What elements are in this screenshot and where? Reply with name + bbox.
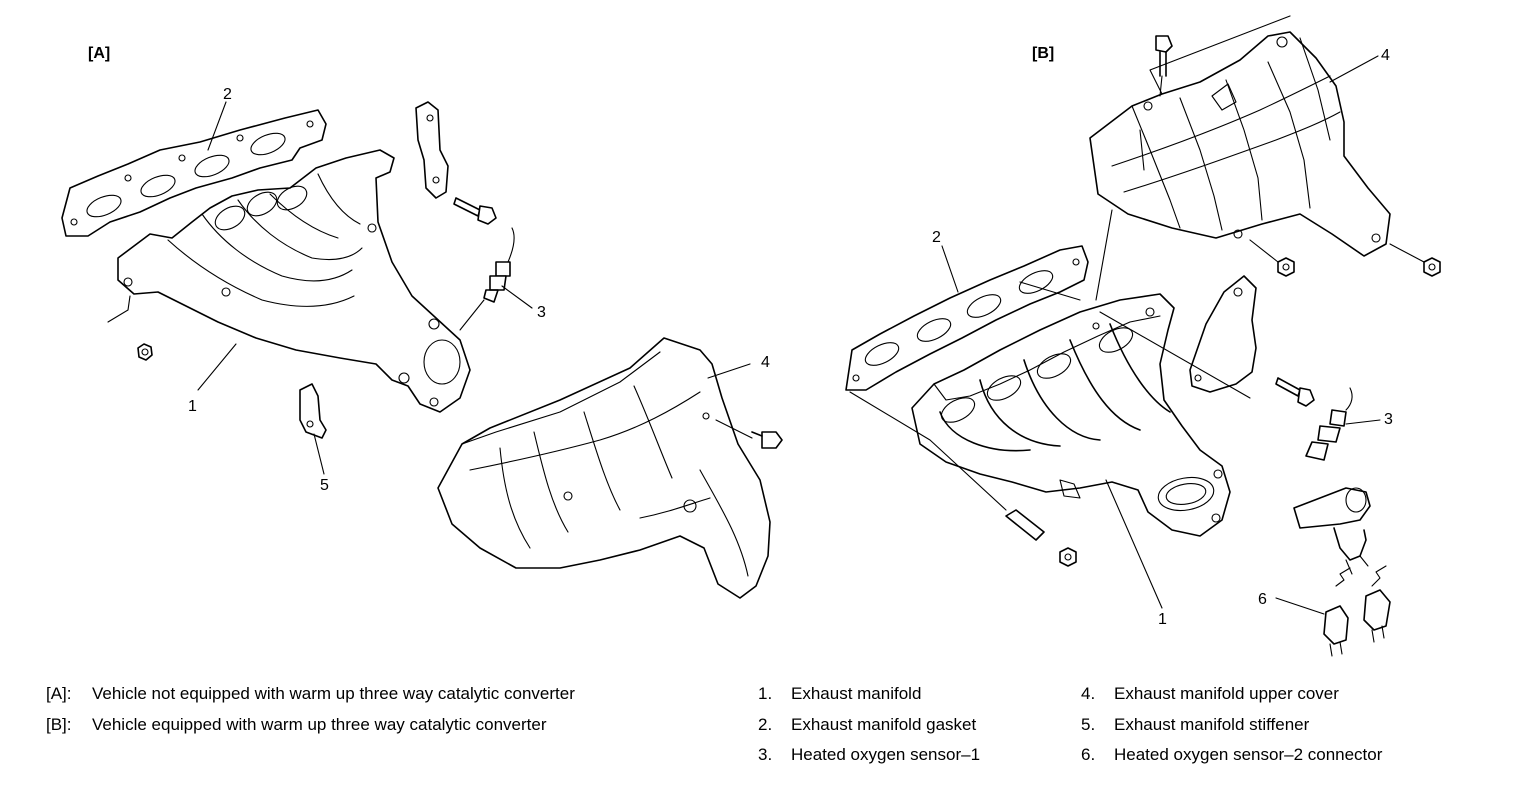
legend-variant-a-text: Vehicle not equipped with warm up three … (92, 684, 575, 703)
panel-b-connector-bracket (1293, 487, 1371, 575)
panel-b-stud-guide (849, 391, 1007, 511)
panel-b-heat-cover (1089, 15, 1391, 257)
panel-b-stiffener (1189, 275, 1257, 393)
panel-b-bolt-guide (1019, 281, 1251, 399)
panel-b-bolt (1275, 377, 1315, 407)
panel-a-bracket (415, 101, 449, 199)
panel-b-nut (1059, 547, 1077, 567)
panel-a-nut (137, 343, 153, 361)
callout-b-6: 6 (1258, 591, 1267, 608)
panel-a-gasket (61, 109, 327, 237)
panel-b-cover-nut-2 (1389, 243, 1441, 277)
legend-part-3-num: 3. (758, 745, 773, 764)
exploded-parts-diagram: [A] (61, 15, 1441, 657)
panel-b: [B] (845, 15, 1441, 657)
legend: [A]: Vehicle not equipped with warm up t… (0, 678, 1536, 788)
panel-b-exhaust-manifold (911, 293, 1231, 537)
leader-b-4 (1329, 55, 1379, 83)
legend-part-1-num: 1. (758, 684, 773, 703)
legend-part-2-text: Exhaust manifold gasket (791, 715, 977, 734)
callout-a-4: 4 (761, 354, 770, 371)
panel-a-oxygen-sensor (459, 227, 515, 331)
legend-part-5-num: 5. (1081, 715, 1096, 734)
panel-a: [A] (61, 45, 783, 599)
callout-b-2: 2 (932, 229, 941, 246)
callout-a-5: 5 (320, 477, 329, 494)
panel-b-stud (1005, 509, 1045, 541)
leader-a-4b (715, 419, 753, 439)
panel-a-stiffener (299, 383, 327, 439)
leader-a-1 (197, 343, 237, 391)
callout-a-1: 1 (188, 398, 197, 415)
panel-a-exhaust-manifold (107, 149, 471, 413)
leader-a-3 (501, 285, 533, 309)
legend-part-3-text: Heated oxygen sensor–1 (791, 745, 981, 764)
callout-b-3: 3 (1384, 411, 1393, 428)
legend-part-4-num: 4. (1081, 684, 1096, 703)
legend-part-5-text: Exhaust manifold stiffener (1114, 715, 1310, 734)
leader-a-5 (313, 433, 325, 475)
panel-b-cover-nut-1 (1249, 239, 1295, 277)
panel-b-oxygen-sensor (1305, 387, 1353, 461)
panel-a-cover-bolt (751, 431, 783, 449)
leader-b-2 (941, 245, 959, 293)
legend-part-4-text: Exhaust manifold upper cover (1114, 684, 1339, 703)
panel-a-label: [A] (88, 45, 110, 62)
panel-b-cover-guide (1095, 209, 1113, 301)
panel-b-gasket (845, 245, 1089, 391)
leader-b-1 (1105, 479, 1163, 609)
panel-a-bolt (453, 197, 497, 225)
panel-a-heat-cover (437, 337, 771, 599)
panel-b-cover-bolt (1155, 35, 1173, 97)
callout-b-4: 4 (1381, 47, 1390, 64)
legend-part-2-num: 2. (758, 715, 773, 734)
callout-b-1: 1 (1158, 611, 1167, 628)
legend-variant-b-key: [B]: (46, 715, 72, 734)
leader-b-6 (1275, 597, 1325, 615)
leader-a-4 (707, 363, 751, 379)
legend-part-1-text: Exhaust manifold (791, 684, 922, 703)
callout-a-3: 3 (537, 304, 546, 321)
legend-part-6-num: 6. (1081, 745, 1096, 764)
panel-b-oxygen-sensor-2-connector (1323, 565, 1391, 657)
leader-b-3 (1345, 419, 1381, 425)
callout-a-2: 2 (223, 86, 232, 103)
legend-variant-a-key: [A]: (46, 684, 72, 703)
leader-a-2 (207, 101, 227, 151)
legend-part-6-text: Heated oxygen sensor–2 connector (1114, 745, 1383, 764)
legend-variant-b-text: Vehicle equipped with warm up three way … (92, 715, 547, 734)
panel-b-label: [B] (1032, 45, 1054, 62)
